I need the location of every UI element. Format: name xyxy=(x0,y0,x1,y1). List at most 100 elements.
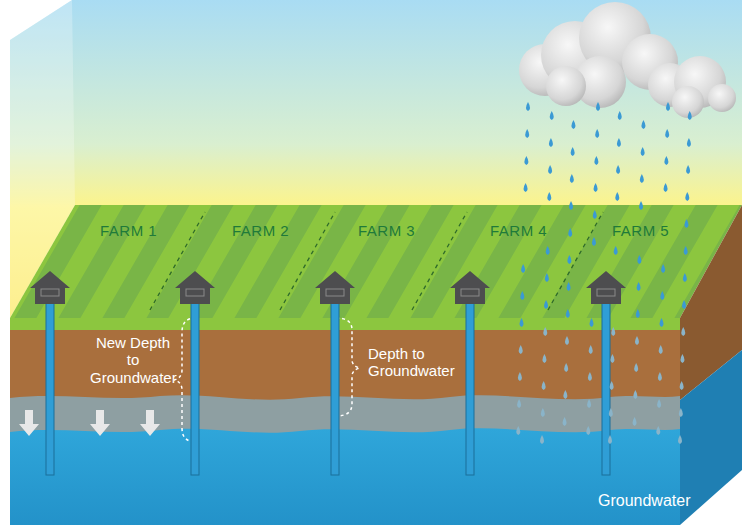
rain-drop xyxy=(566,309,570,318)
rain-drop xyxy=(636,309,640,318)
rain-drop xyxy=(680,381,684,390)
rain-drop xyxy=(564,363,568,372)
rain-drop xyxy=(679,408,683,417)
rain-drop xyxy=(641,147,645,156)
rain-drop xyxy=(639,201,643,210)
rain-drop xyxy=(665,129,669,138)
well-house xyxy=(450,271,490,304)
farm-label: FARM 4 xyxy=(490,222,547,239)
well-pipe xyxy=(191,300,199,475)
groundwater-body xyxy=(10,428,680,525)
rain-drop xyxy=(590,318,594,327)
rain-drops xyxy=(516,102,691,444)
rain-drop xyxy=(633,417,637,426)
rain-drop xyxy=(520,291,524,300)
well-house xyxy=(315,271,355,304)
well-window xyxy=(41,289,59,296)
rain-drop xyxy=(524,156,528,165)
rain-drop xyxy=(596,102,600,111)
well-pipe xyxy=(331,300,339,475)
rain-drop xyxy=(688,111,692,120)
rain-drop xyxy=(664,183,668,192)
rain-drop xyxy=(611,327,615,336)
depth-label: Depth to Groundwater xyxy=(368,345,468,380)
rain-drop xyxy=(678,435,682,444)
rain-drop xyxy=(565,336,569,345)
rain-drop xyxy=(594,183,598,192)
well-window xyxy=(597,289,615,296)
rain-drop xyxy=(687,138,691,147)
rain-drop xyxy=(661,264,665,273)
rain-drop xyxy=(543,327,547,336)
well-pipe xyxy=(466,300,474,475)
rain-drop xyxy=(634,363,638,372)
rain-drop xyxy=(610,354,614,363)
rain-drop xyxy=(546,246,550,255)
rain-drop xyxy=(681,327,685,336)
wells xyxy=(30,271,626,475)
rain-drop xyxy=(568,228,572,237)
sky xyxy=(10,0,742,318)
rain-drop xyxy=(570,174,574,183)
rain-drop xyxy=(617,138,621,147)
rain-drop xyxy=(516,426,520,435)
well-window xyxy=(186,289,204,296)
rain-drop xyxy=(618,111,622,120)
rain-drop xyxy=(660,291,664,300)
rain-drop xyxy=(684,219,688,228)
rain-drop xyxy=(640,174,644,183)
rain-drop xyxy=(660,318,664,327)
rain-drop xyxy=(544,300,548,309)
rain-drop xyxy=(633,390,637,399)
rain-drop xyxy=(685,192,689,201)
rain-drop xyxy=(520,318,524,327)
rain-drop xyxy=(686,165,690,174)
rain-drop xyxy=(657,399,661,408)
well-house xyxy=(175,271,215,304)
rain-drop xyxy=(659,345,663,354)
rain-drop xyxy=(525,129,529,138)
rain-drop xyxy=(637,282,641,291)
rain-drop xyxy=(547,192,551,201)
rain-drop xyxy=(542,381,546,390)
rain-drop xyxy=(549,138,553,147)
rain-drop xyxy=(540,435,544,444)
rain-drop xyxy=(518,372,522,381)
grass-surface xyxy=(10,205,742,318)
rain-drop xyxy=(545,273,549,282)
rain-drop xyxy=(682,300,686,309)
rain-drop xyxy=(592,237,596,246)
rain-drop xyxy=(586,426,590,435)
farm-label: FARM 1 xyxy=(100,222,157,239)
rain-drop xyxy=(680,354,684,363)
rain-drop xyxy=(609,408,613,417)
rain-drop xyxy=(526,102,530,111)
rain-drop xyxy=(637,255,641,264)
rain-drop xyxy=(595,129,599,138)
grass-front xyxy=(10,318,680,330)
down-arrows xyxy=(19,410,160,436)
rain-drop xyxy=(541,408,545,417)
farm-label: FARM 2 xyxy=(232,222,289,239)
rain-drop xyxy=(563,417,567,426)
rain-drop xyxy=(550,111,554,120)
rain-drop xyxy=(635,336,639,345)
rain-drop xyxy=(641,120,645,129)
rain-drop xyxy=(614,246,618,255)
rain-drop xyxy=(571,147,575,156)
rain-drop xyxy=(593,210,597,219)
rain-drop xyxy=(666,102,670,111)
rain-drop xyxy=(589,345,593,354)
well-pipe xyxy=(602,300,610,475)
rain-drop xyxy=(610,381,614,390)
rain-drop xyxy=(548,165,552,174)
well-house xyxy=(30,271,70,304)
rain-drop xyxy=(683,273,687,282)
rain-drop xyxy=(656,426,660,435)
well-window xyxy=(326,289,344,296)
rain-drop xyxy=(563,390,567,399)
rain-drop xyxy=(664,156,668,165)
rain-drop xyxy=(567,255,571,264)
water-label: Groundwater xyxy=(598,492,691,510)
